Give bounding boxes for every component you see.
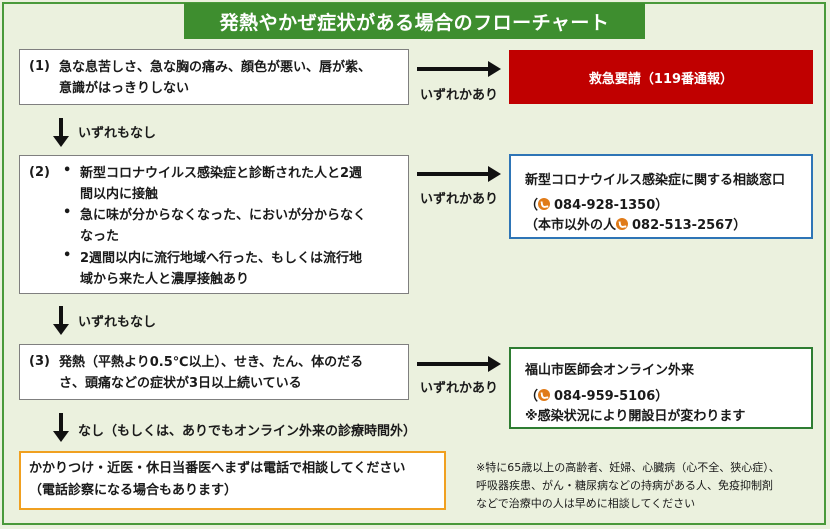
corona-phone-line: （ 084-928-1350） <box>525 194 668 213</box>
online-phone-prefix: （ <box>525 389 539 404</box>
step-3-number: (3) <box>29 354 50 369</box>
step-1-number: (1) <box>29 59 50 74</box>
step-2-bullet-3-line-2: 域から来た人と濃厚接触あり <box>80 272 250 287</box>
label-no-3: なし（もしくは、ありでもオンライン外来の診療時間外） <box>78 424 417 439</box>
online-phone-line: （ 084-959-5106） <box>525 385 668 404</box>
arrow-down-1 <box>53 118 69 147</box>
corona-phone-prefix: （ <box>525 198 539 213</box>
step-1-line-1: 急な息苦しさ、急な胸の痛み、顔色が悪い、唇が紫、 <box>59 60 372 75</box>
phone-icon <box>538 388 551 401</box>
online-clinic-title: 福山市医師会オンライン外来 <box>525 363 695 378</box>
final-advice-line-2: （電話診察になる場合もあります） <box>29 483 238 498</box>
arrow-to-emergency <box>417 61 501 77</box>
footnote-line-3: などで治療中の人は早めに相談してください <box>476 497 696 510</box>
step-2-bullet-2-line-1: 急に味が分からなくなった、においが分からなく <box>80 208 367 223</box>
step-2-number: (2) <box>29 165 50 180</box>
phone-icon <box>538 197 551 210</box>
corona-other-phone: 082-513-2567） <box>632 218 747 233</box>
final-advice-line-1: かかりつけ・近医・休日当番医へまずは電話で相談してください <box>29 461 406 476</box>
final-advice-box: かかりつけ・近医・休日当番医へまずは電話で相談してください （電話診察になる場合… <box>19 451 446 510</box>
bullet-dot: • <box>63 205 72 220</box>
arrow-to-corona-window <box>417 166 501 182</box>
step-2-bullet-3-line-1: 2週間以内に流行地域へ行った、もしくは流行地 <box>80 251 363 266</box>
arrow-down-2 <box>53 306 69 335</box>
label-no-1: いずれもなし <box>78 126 157 141</box>
step-1-box: (1) 急な息苦しさ、急な胸の痛み、顔色が悪い、唇が紫、 意識がはっきりしない <box>19 49 409 105</box>
label-yes-1: いずれかあり <box>420 88 499 103</box>
bullet-dot: • <box>63 163 72 178</box>
arrow-down-3 <box>53 413 69 442</box>
step-3-line-2: さ、頭痛などの症状が3日以上続いている <box>59 376 302 391</box>
corona-consult-result: 新型コロナウイルス感染症に関する相談窓口 （ 084-928-1350） （本市… <box>509 154 813 239</box>
footnote-line-2: 呼吸器疾患、がん・糖尿病などの持病がある人、免疫抑制剤 <box>476 479 773 492</box>
step-2-bullet-2-line-2: なった <box>80 229 120 244</box>
label-yes-3: いずれかあり <box>420 381 499 396</box>
step-2-box: (2) • 新型コロナウイルス感染症と診断された人と2週 間以内に接触 • 急に… <box>19 155 409 294</box>
corona-consult-title: 新型コロナウイルス感染症に関する相談窓口 <box>525 173 786 188</box>
flowchart-title: 発熱やかぜ症状がある場合のフローチャート <box>184 3 645 39</box>
online-clinic-result: 福山市医師会オンライン外来 （ 084-959-5106） ※感染状況により開設… <box>509 347 813 429</box>
corona-other-prefix: （本市以外の人 <box>525 218 617 233</box>
step-2-bullet-1-line-1: 新型コロナウイルス感染症と診断された人と2週 <box>80 166 363 181</box>
step-1-line-2: 意識がはっきりしない <box>59 81 190 96</box>
online-clinic-note: ※感染状況により開設日が変わります <box>525 409 746 424</box>
emergency-result: 救急要請（119番通報） <box>509 50 813 104</box>
step-2-bullet-1-line-2: 間以内に接触 <box>80 187 159 202</box>
online-phone-number: 084-959-5106） <box>554 389 669 404</box>
phone-icon <box>616 217 629 230</box>
bullet-dot: • <box>63 248 72 263</box>
arrow-to-online-clinic <box>417 356 501 372</box>
corona-phone-number: 084-928-1350） <box>554 198 669 213</box>
step-3-line-1: 発熱（平熱より0.5℃以上）、せき、たん、体のだる <box>59 355 364 370</box>
corona-other-line: （本市以外の人 082-513-2567） <box>525 214 746 233</box>
label-no-2: いずれもなし <box>78 315 157 330</box>
label-yes-2: いずれかあり <box>420 192 499 207</box>
step-3-box: (3) 発熱（平熱より0.5℃以上）、せき、たん、体のだる さ、頭痛などの症状が… <box>19 344 409 400</box>
footnote-line-1: ※特に65歳以上の高齢者、妊婦、心臓病（心不全、狭心症）、 <box>476 461 780 474</box>
